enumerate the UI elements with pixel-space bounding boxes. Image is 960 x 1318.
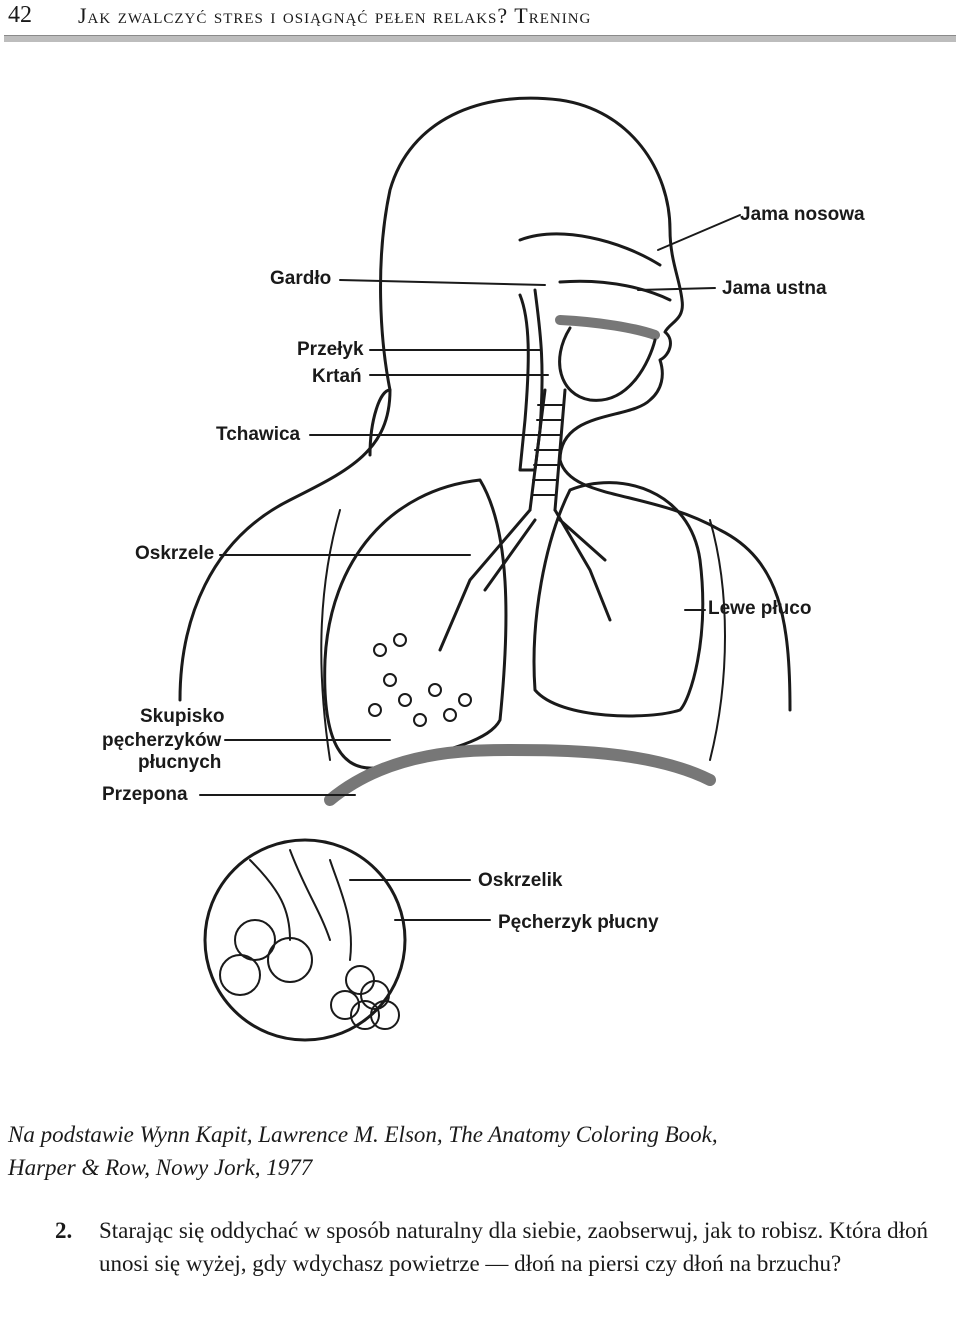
label-lewe-pluco: Lewe płuco xyxy=(708,598,811,619)
figure-labels: Jama nosowa Gardło Jama ustna Przełyk Kr… xyxy=(102,204,865,933)
body-outline xyxy=(178,96,792,712)
label-przepona: Przepona xyxy=(102,784,188,805)
label-tchawica: Tchawica xyxy=(216,424,301,445)
ribs xyxy=(320,509,726,761)
right-bronchus xyxy=(438,508,537,652)
label-krtan: Krtań xyxy=(312,366,362,387)
label-jama-nosowa: Jama nosowa xyxy=(740,204,865,225)
anatomy-drawing: Jama nosowa Gardło Jama ustna Przełyk Kr… xyxy=(102,96,865,1042)
inset-alveoli xyxy=(219,919,400,1030)
left-lung xyxy=(532,481,705,718)
trachea-rings xyxy=(531,404,563,496)
label-gardlo: Gardło xyxy=(270,268,331,289)
page-number: 42 xyxy=(8,2,32,28)
back-outline xyxy=(368,388,392,457)
leader-lines xyxy=(199,214,741,921)
inset-bronchioles xyxy=(249,849,352,961)
oral-cavity xyxy=(555,315,660,340)
tongue xyxy=(558,326,657,402)
diaphragm xyxy=(324,744,716,806)
running-head: Jak zwalczyć stres i osiągnąć pełen rela… xyxy=(78,3,592,28)
question-text: Starając się oddychać w sposób naturalny… xyxy=(99,1218,929,1276)
question-number: 2. xyxy=(55,1218,73,1243)
figure-caption: Na podstawie Wynn Kapit, Lawrence M. Els… xyxy=(8,1118,948,1184)
label-przelyk: Przełyk xyxy=(297,339,364,360)
label-plucnych: płucnych xyxy=(138,752,221,773)
label-oskrzelik: Oskrzelik xyxy=(478,870,563,891)
label-pecherzyk-plucny: Pęcherzyk płucny xyxy=(498,912,659,933)
question-item: 2. Starając się oddychać w sposób natura… xyxy=(55,1214,935,1280)
header-rule xyxy=(4,35,956,42)
page-header: 42 Jak zwalczyć stres i osiągnąć pełen r… xyxy=(0,0,960,42)
respiratory-system-illustration: Jama nosowa Gardło Jama ustna Przełyk Kr… xyxy=(90,60,880,1080)
label-jama-ustna: Jama ustna xyxy=(722,278,827,299)
caption-line-2: Harper & Row, Nowy Jork, 1977 xyxy=(8,1155,313,1180)
alveoli-clusters xyxy=(368,633,472,727)
esophagus xyxy=(518,288,544,472)
left-bronchus xyxy=(553,508,612,622)
alveolus-inset xyxy=(203,838,407,1042)
label-skupisko: Skupisko xyxy=(140,706,224,727)
label-oskrzele: Oskrzele xyxy=(135,543,214,564)
nasal-cavity xyxy=(518,232,672,302)
label-pecherzykow: pęcherzyków xyxy=(102,730,222,751)
caption-line-1: Na podstawie Wynn Kapit, Lawrence M. Els… xyxy=(8,1122,718,1147)
